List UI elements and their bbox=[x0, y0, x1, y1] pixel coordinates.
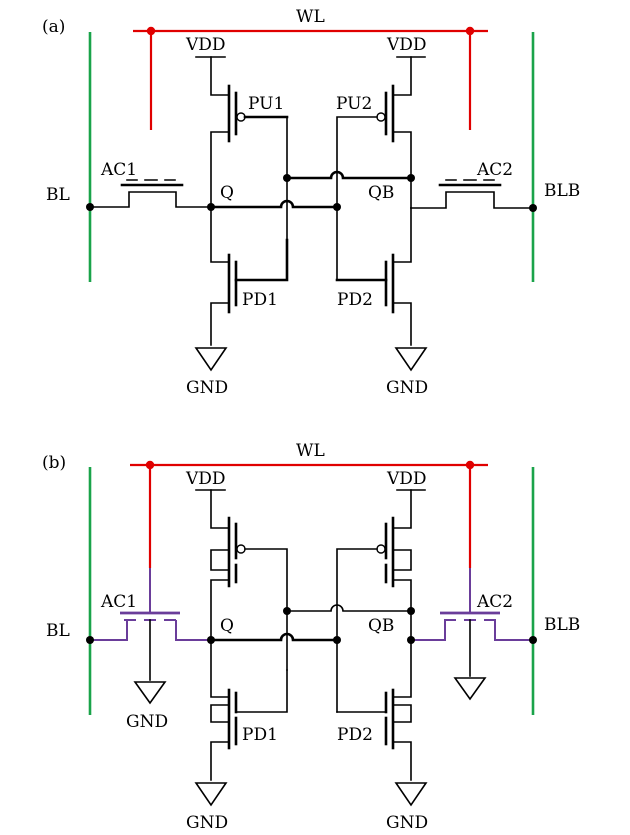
node-qb-left-b bbox=[283, 607, 291, 615]
pd1-stack-b bbox=[210, 639, 288, 781]
vdd-left-label-a: VDD bbox=[185, 35, 226, 55]
ac1-label-b: AC1 bbox=[100, 592, 137, 612]
vdd-right-label-a: VDD bbox=[386, 35, 427, 55]
pu2-label-a: PU2 bbox=[336, 94, 372, 114]
node-q-right-b bbox=[333, 636, 341, 644]
gnd-left-symbol-b bbox=[194, 782, 228, 807]
panel-b-tag: (b) bbox=[42, 453, 66, 473]
vdd-right-label-b: VDD bbox=[386, 469, 427, 489]
node-q-right-a bbox=[333, 203, 341, 211]
pd1-label-b: PD1 bbox=[242, 725, 278, 745]
blb-label-b: BLB bbox=[544, 615, 580, 635]
bl-label-b: BL bbox=[46, 621, 70, 641]
gnd-right-symbol-a bbox=[394, 347, 428, 372]
bl-node-a bbox=[86, 203, 94, 211]
vdd-left-label-b: VDD bbox=[185, 469, 226, 489]
gnd-left-label-b: GND bbox=[186, 813, 228, 833]
qb-feedback-line-a bbox=[285, 170, 413, 180]
pd2-label-b: PD2 bbox=[337, 725, 373, 745]
wordline-node-right-a bbox=[465, 26, 475, 36]
gnd-right-label-a: GND bbox=[386, 378, 428, 398]
gnd-left-symbol-a bbox=[194, 347, 228, 372]
wordline-node-left-a bbox=[146, 26, 156, 36]
pu1-stack-b bbox=[210, 489, 288, 671]
gnd-right-label-b: GND bbox=[386, 813, 428, 833]
ac2-transistor-a bbox=[410, 179, 534, 209]
node-qb-left-a bbox=[283, 174, 291, 182]
pu2-transistor-a bbox=[336, 56, 412, 281]
node-qb-b bbox=[407, 607, 415, 615]
qb-feedback-line-b bbox=[286, 604, 412, 612]
wordline-label-a: WL bbox=[296, 7, 325, 27]
pd2-stack-b bbox=[336, 639, 412, 781]
ac1-transistor-a bbox=[89, 179, 212, 208]
ac2-label-a: AC2 bbox=[476, 160, 513, 180]
q-label-a: Q bbox=[220, 183, 234, 203]
pu2-stack-b bbox=[336, 489, 412, 713]
q-feedback-line-b bbox=[209, 632, 339, 642]
panel-a-tag: (a) bbox=[42, 17, 65, 37]
wordline-label-b: WL bbox=[296, 441, 325, 461]
bl-label-a: BL bbox=[46, 185, 70, 205]
q-feedback-line-a bbox=[209, 199, 339, 209]
pd1-transistor-a bbox=[210, 206, 289, 346]
ac2-label-b: AC2 bbox=[476, 592, 513, 612]
blb-label-a: BLB bbox=[544, 181, 580, 201]
qb-label-a: QB bbox=[368, 183, 394, 203]
panel-a: (a) WL BL BLB AC1 AC2 VDD bbox=[42, 7, 580, 398]
gnd-left-label-a: GND bbox=[186, 378, 228, 398]
qb-label-b: QB bbox=[368, 616, 394, 636]
ac1-transistor-b bbox=[90, 568, 211, 705]
blb-node-b bbox=[529, 636, 537, 644]
pd2-transistor-a bbox=[335, 207, 412, 346]
gnd-ac1-label-b: GND bbox=[126, 712, 168, 732]
panel-b: (b) WL BL BLB AC1 GND bbox=[42, 441, 580, 833]
bl-node-b bbox=[86, 636, 94, 644]
ac1-label-a: AC1 bbox=[100, 160, 137, 180]
pu1-label-a: PU1 bbox=[248, 94, 284, 114]
q-label-b: Q bbox=[220, 616, 234, 636]
ac2-transistor-b bbox=[411, 568, 533, 701]
pd1-label-a: PD1 bbox=[242, 290, 278, 310]
node-qb-a bbox=[407, 174, 415, 182]
gnd-right-symbol-b bbox=[394, 782, 428, 807]
blb-node-a bbox=[529, 204, 537, 212]
pu1-transistor-a bbox=[210, 56, 289, 241]
pd2-label-a: PD2 bbox=[337, 290, 373, 310]
